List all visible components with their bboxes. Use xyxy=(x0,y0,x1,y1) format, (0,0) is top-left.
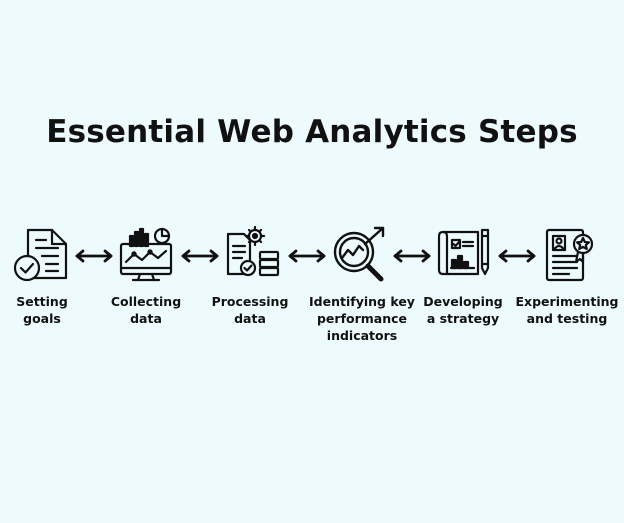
magnifier-trend-icon xyxy=(329,224,389,284)
blueprint-pencil-icon xyxy=(434,224,494,284)
connector-arrow-4 xyxy=(392,249,432,263)
step-label-identifying-kpis: Identifying key performance indicators xyxy=(309,294,415,343)
checklist-document-icon xyxy=(12,224,72,284)
connector-arrow-2 xyxy=(180,249,220,263)
step-label-processing-data: Processing data xyxy=(211,294,289,326)
connector-arrow-5 xyxy=(497,249,537,263)
analytics-dashboard-icon xyxy=(116,224,176,284)
step-label-experimenting-testing: Experimenting and testing xyxy=(515,294,619,326)
connector-arrow-1 xyxy=(74,249,114,263)
diagram-title: Essential Web Analytics Steps xyxy=(46,114,578,150)
step-label-collecting-data: Collecting data xyxy=(110,294,182,326)
connector-arrow-3 xyxy=(287,249,327,263)
step-label-developing-strategy: Developing a strategy xyxy=(423,294,503,326)
step-label-setting-goals: Setting goals xyxy=(16,294,68,326)
document-gear-database-icon xyxy=(222,224,282,284)
report-badge-icon xyxy=(539,224,599,284)
